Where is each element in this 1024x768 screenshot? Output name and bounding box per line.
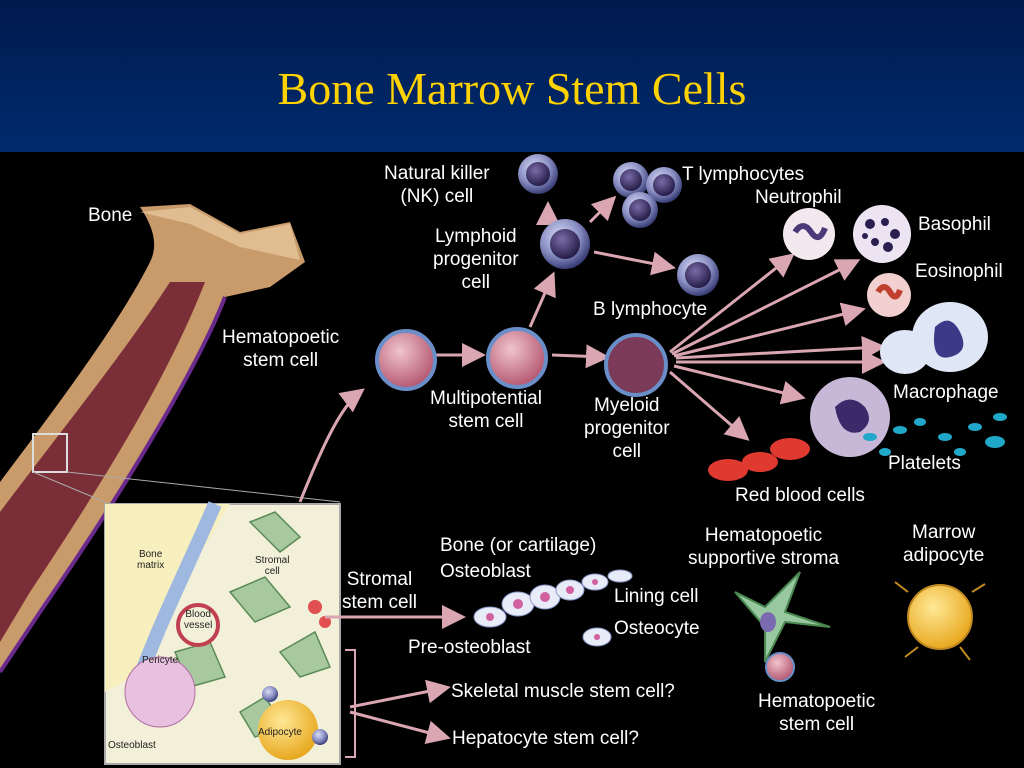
marrow-inset (104, 501, 341, 765)
label-osteocyte: Osteocyte (614, 618, 700, 639)
label-lining-cell: Lining cell (614, 586, 699, 607)
diagram: Bone Natural killer (NK) cell T lymphocy… (0, 152, 1024, 768)
title-bar: Bone Marrow Stem Cells (0, 0, 1024, 152)
arrows (298, 195, 886, 745)
label-red-blood-cells: Red blood cells (735, 485, 865, 506)
inset-label-osteoblast: Osteoblast (108, 740, 156, 751)
label-t-lymphocytes: T lymphocytes (682, 164, 805, 185)
label-osteoblast: Osteoblast (440, 561, 531, 582)
label-nk-cell: Natural killer (NK) cell (384, 163, 490, 207)
label-stromal-stem-cell: Stromal stem cell (342, 569, 417, 613)
label-multipotential-stem-cell: Multipotential stem cell (430, 388, 542, 432)
inset-label-blood-vessel: Blood vessel (184, 609, 213, 631)
cells (375, 154, 1007, 682)
label-marrow-adipocyte: Marrow adipocyte (903, 522, 985, 566)
label-hematopoetic-stem-cell: Hematopoetic stem cell (222, 327, 340, 371)
label-macrophage: Macrophage (893, 382, 999, 403)
label-skeletal-muscle: Skeletal muscle stem cell? (451, 681, 675, 702)
label-myeloid-progenitor: Myeloid progenitor cell (584, 395, 670, 462)
label-hematopoetic-stem-cell-2: Hematopoetic stem cell (758, 691, 876, 735)
diagram-art (0, 154, 1007, 765)
inset-label-stromal-cell: Stromal cell (255, 555, 290, 577)
label-pre-osteoblast: Pre-osteoblast (408, 637, 531, 658)
label-basophil: Basophil (918, 214, 991, 235)
label-lymphoid-progenitor: Lymphoid progenitor cell (433, 226, 519, 293)
bone-illustration (0, 204, 341, 674)
label-neutrophil: Neutrophil (755, 187, 842, 208)
label-hepatocyte: Hepatocyte stem cell? (452, 728, 639, 749)
label-platelets: Platelets (888, 453, 961, 474)
label-eosinophil: Eosinophil (915, 261, 1003, 282)
label-bone-or-cartilage: Bone (or cartilage) (440, 535, 597, 556)
inset-label-pericyte: Pericyte (142, 655, 179, 666)
label-bone: Bone (88, 205, 133, 226)
label-hematopoetic-supportive-stroma: Hematopoetic supportive stroma (688, 525, 840, 569)
label-b-lymphocyte: B lymphocyte (593, 299, 708, 320)
inset-label-adipocyte: Adipocyte (258, 727, 302, 738)
inset-label-bone-matrix: Bone matrix (137, 549, 165, 571)
page-title: Bone Marrow Stem Cells (277, 63, 747, 114)
